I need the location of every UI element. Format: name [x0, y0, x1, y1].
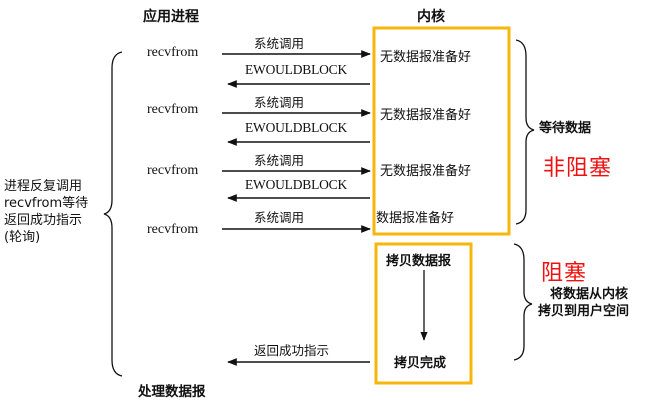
- kernel-state-3: 无数据报准备好: [380, 164, 472, 179]
- app-process-header: 应用进程: [143, 9, 199, 25]
- left-note-line-1: 进程反复调用: [4, 179, 83, 194]
- ewouldblock-label-2: EWOULDBLOCK: [245, 120, 348, 135]
- wait-data-label: 等待数据: [539, 121, 592, 136]
- left-note: 进程反复调用 recvfrom等待 返回成功指示 (轮询): [4, 178, 88, 246]
- syscall-label-3: 系统调用: [254, 153, 305, 168]
- kernel-copy-box: [374, 242, 473, 385]
- syscall-label-2: 系统调用: [254, 95, 305, 110]
- ewouldblock-label-1: EWOULDBLOCK: [245, 62, 348, 77]
- left-brace: [103, 51, 123, 377]
- nonblocking-label: 非阻塞: [543, 156, 613, 181]
- copy-start-label: 拷贝数据报: [386, 254, 452, 269]
- syscall-label-1: 系统调用: [254, 36, 305, 51]
- kernel-state-1: 无数据报准备好: [380, 50, 472, 65]
- copy-note: 将数据从内核 拷贝到用户空间: [538, 286, 629, 320]
- copy-note-line-2: 拷贝到用户空间: [538, 304, 630, 319]
- kernel-header: 内核: [417, 9, 445, 25]
- copy-brace: [513, 243, 533, 361]
- left-note-line-4: (轮询): [4, 230, 41, 245]
- copy-note-line-1: 将数据从内核: [550, 287, 629, 302]
- process-datagram-label: 处理数据报: [138, 384, 206, 400]
- recvfrom-label-3: recvfrom: [147, 163, 199, 178]
- success-reply-label: 返回成功指示: [254, 343, 330, 358]
- kernel-state-2: 无数据报准备好: [380, 108, 472, 123]
- copy-end-label: 拷贝完成: [394, 356, 447, 371]
- left-note-line-2: recvfrom等待: [4, 196, 89, 211]
- blocking-label: 阻塞: [541, 261, 588, 286]
- kernel-state-ready: 数据报准备好: [376, 211, 455, 226]
- syscall-label-4: 系统调用: [254, 210, 305, 225]
- recvfrom-label-4: recvfrom: [147, 222, 199, 237]
- left-note-line-3: 返回成功指示: [4, 213, 83, 228]
- recvfrom-label-2: recvfrom: [147, 102, 199, 117]
- kernel-wait-box: [372, 26, 511, 236]
- ewouldblock-label-3: EWOULDBLOCK: [245, 177, 348, 192]
- recvfrom-label-1: recvfrom: [147, 45, 199, 60]
- wait-brace: [515, 39, 535, 225]
